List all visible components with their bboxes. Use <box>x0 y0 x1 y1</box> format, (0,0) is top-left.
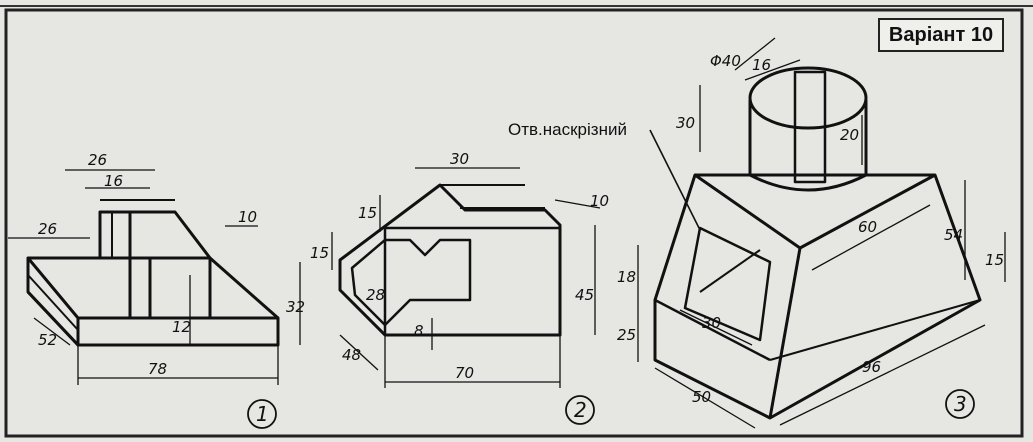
p2-dim-h2: 15 <box>310 244 329 262</box>
p2-dim-height: 45 <box>575 286 594 304</box>
p3-dim-length: 96 <box>862 358 881 376</box>
p2-number-circle <box>565 395 595 425</box>
sheet-frame <box>4 8 1024 438</box>
p2-dim-edge: 10 <box>590 192 609 210</box>
p3-number-circle <box>945 389 975 419</box>
part1-rib-left <box>98 210 132 260</box>
part-3-dimensions <box>637 37 1006 429</box>
part3-slot <box>793 70 827 184</box>
p1-dim-top-width: 26 <box>88 151 107 169</box>
p2-number: 2 <box>574 398 587 422</box>
p2-dim-length: 70 <box>455 364 474 382</box>
p1-number: 1 <box>256 402 269 426</box>
p1-dim-length: 78 <box>148 360 167 378</box>
p1-dim-left-width: 26 <box>38 220 57 238</box>
part3-cylinder-side <box>748 100 868 192</box>
part-1-dimensions <box>8 169 301 385</box>
p1-number-circle <box>247 399 277 429</box>
p1-dim-slot: 16 <box>104 172 123 190</box>
part3-outline <box>653 173 982 420</box>
p1-dim-depth: 52 <box>38 331 57 349</box>
part-2 <box>338 183 562 337</box>
part1-mid-line <box>27 274 79 331</box>
part-2-dimensions <box>331 167 601 388</box>
p3-dim-slot: 16 <box>752 56 771 74</box>
part3-base-line <box>654 298 771 362</box>
p3-dim-right-h: 15 <box>985 251 1004 269</box>
variant-label: Варіант 10 <box>878 18 1004 52</box>
part3-through-hole <box>683 226 772 342</box>
part-3 <box>653 66 982 420</box>
p3-dim-hole-h: 18 <box>617 268 636 286</box>
p2-dim-depth: 48 <box>342 346 361 364</box>
part1-right-top-edge <box>209 256 279 320</box>
part1-base-edge <box>26 290 80 347</box>
p3-dim-slot-depth: 20 <box>840 126 859 144</box>
part-1 <box>26 199 280 347</box>
p2-dim-small: 8 <box>414 322 424 340</box>
part3-cylinder-top <box>748 66 868 130</box>
part1-step-front <box>128 256 152 320</box>
p2-dim-h1: 15 <box>358 204 377 222</box>
p3-dim-hole-w: 30 <box>702 314 721 332</box>
part1-rib-top <box>128 210 212 260</box>
p3-dim-base-h: 25 <box>617 326 636 344</box>
part3-top-edges <box>694 173 936 250</box>
p1-dim-edge: 10 <box>238 208 257 226</box>
part3-front-edge <box>768 247 802 419</box>
p2-dim-inner: 28 <box>366 286 385 304</box>
p2-dim-top: 30 <box>450 150 469 168</box>
p1-dim-step: 12 <box>172 318 191 336</box>
p3-dim-cyl-height: 30 <box>676 114 695 132</box>
p3-dim-width: 50 <box>692 388 711 406</box>
p3-dim-diameter: Φ40 <box>710 52 741 70</box>
p1-dim-height: 32 <box>286 298 305 316</box>
through-hole-note: Отв.наскрізний <box>508 120 627 139</box>
part2-front-face <box>383 226 562 337</box>
p3-dim-side: 54 <box>944 226 963 244</box>
part2-cutout <box>350 238 472 327</box>
p3-number: 3 <box>954 392 967 416</box>
part1-step-face <box>148 256 212 320</box>
part3-base-right <box>769 299 981 361</box>
p3-dim-top-len: 60 <box>858 218 877 236</box>
